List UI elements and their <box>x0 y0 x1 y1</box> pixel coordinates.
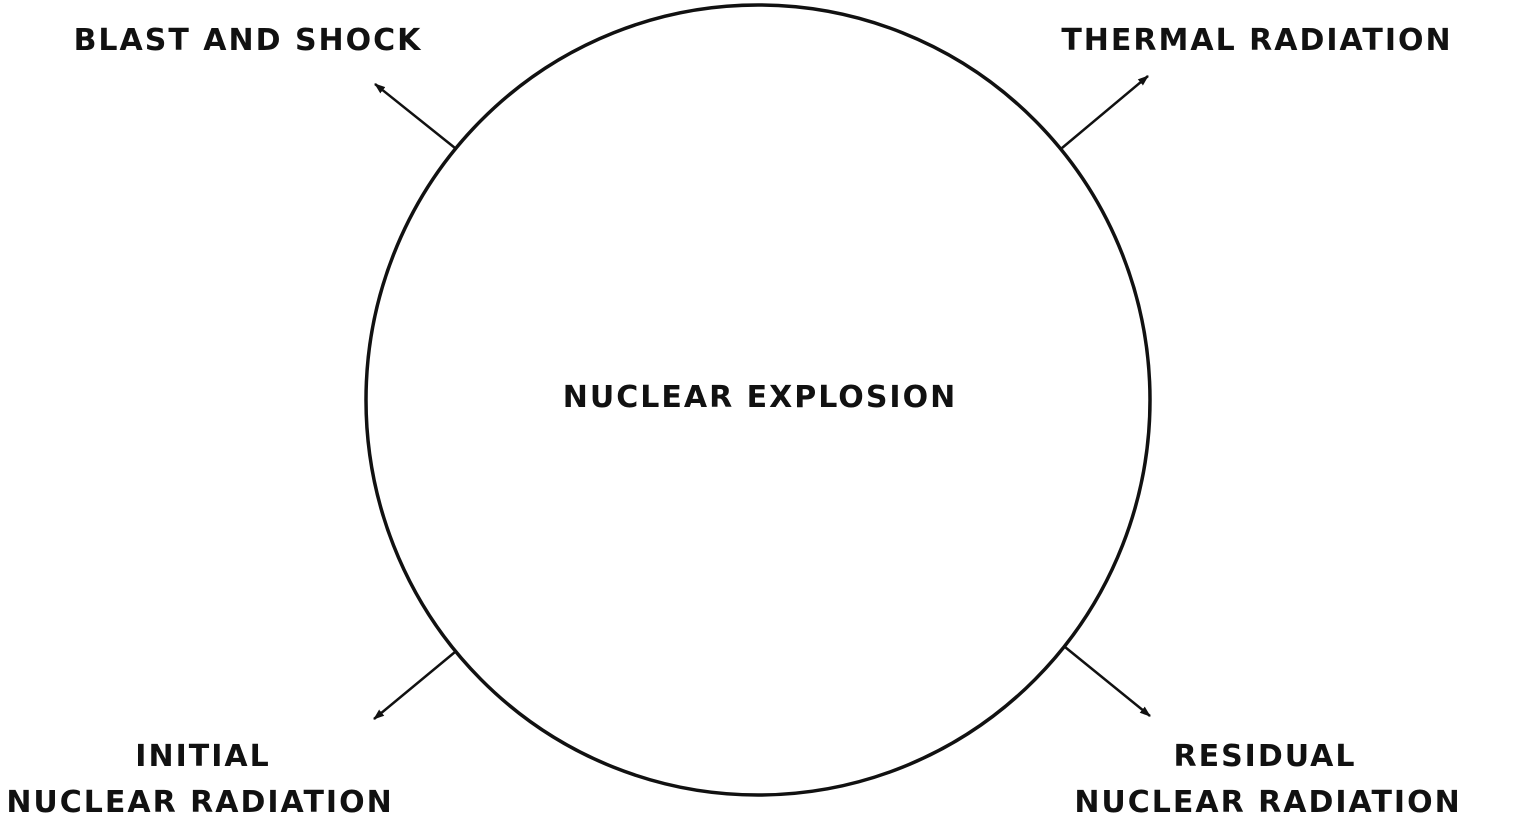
blast-arrow <box>374 83 456 149</box>
initial-arrow <box>373 651 456 720</box>
thermal-label: THERMAL RADIATION <box>1061 23 1452 58</box>
center-label: NUCLEAR EXPLOSION <box>563 380 957 415</box>
initial-label-line1: INITIAL <box>135 739 270 774</box>
explosion-circle <box>364 3 1152 797</box>
initial-label-line2: NUCLEAR RADIATION <box>6 785 393 818</box>
residual-arrow <box>1064 646 1151 717</box>
thermal-arrow <box>1061 75 1149 149</box>
residual-label-line1: RESIDUAL <box>1173 739 1356 774</box>
residual-label-line2: NUCLEAR RADIATION <box>1074 785 1461 818</box>
blast-label: BLAST AND SHOCK <box>74 23 423 58</box>
